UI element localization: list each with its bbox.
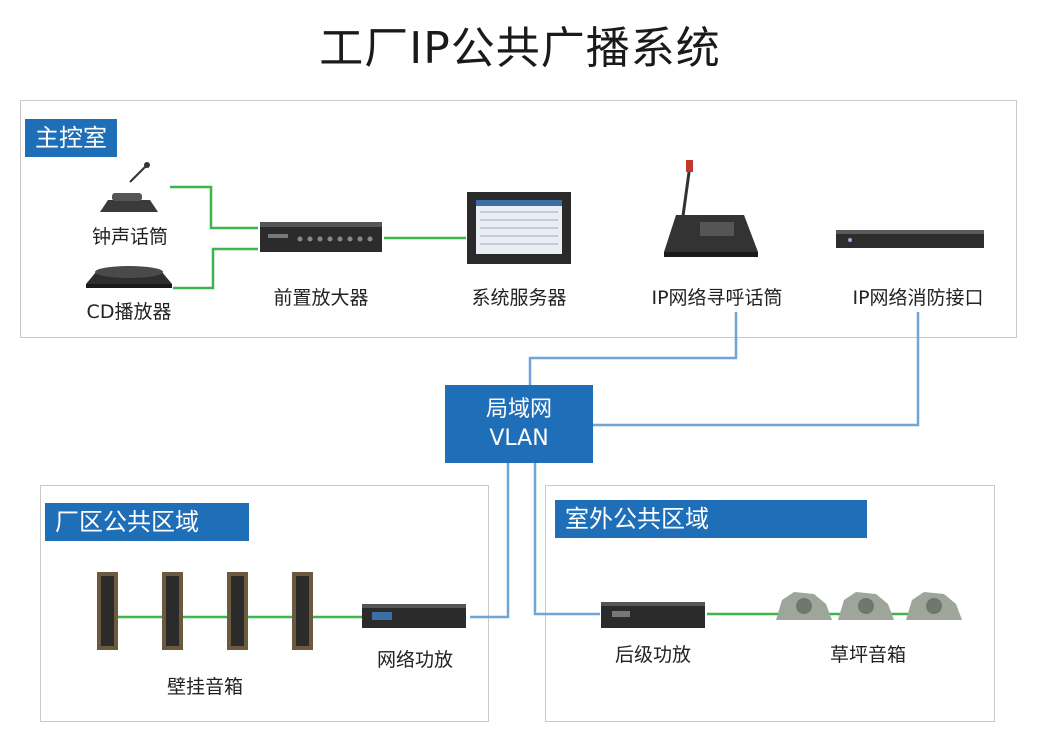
ip-paging-mic-label: IP网络寻呼话筒: [651, 287, 783, 309]
power-amp-icon: [601, 602, 705, 628]
cd-player-to-preamp-line: [173, 247, 258, 290]
paging-mic-to-lan-line: [528, 312, 738, 385]
wall-speaker-4: [292, 572, 313, 650]
lawn-speakers-label: 草坪音箱: [829, 644, 906, 666]
network-lines: [470, 312, 920, 619]
control-room-label: 主控室: [25, 119, 117, 157]
server-icon: [467, 192, 571, 264]
wall-speaker-2: [162, 572, 183, 650]
wall-speaker-3: [227, 572, 248, 650]
server-label: 系统服务器: [471, 287, 567, 309]
wall-speaker-1: [97, 572, 118, 650]
network-amp-label: 网络功放: [376, 649, 453, 671]
vlan-label: VLAN: [489, 426, 549, 451]
lawn-speaker-1: [776, 592, 832, 620]
lawn-speaker-icons: [776, 592, 962, 620]
lan-to-network-amp-line: [470, 463, 510, 619]
cd-player-label: CD播放器: [86, 301, 172, 323]
lawn-speaker-3: [906, 592, 962, 620]
lawn-speaker-2: [838, 592, 894, 620]
lan-vlan-box: 局域网 VLAN: [445, 385, 593, 463]
chime-mic-icon: [100, 162, 158, 212]
chime-mic-to-preamp-line: [170, 185, 258, 230]
chime-mic-label: 钟声话筒: [91, 226, 168, 248]
outdoor-area-label: 室外公共区域: [555, 500, 867, 538]
preamp-label: 前置放大器: [273, 287, 369, 309]
wall-speaker-icons: [97, 572, 313, 650]
ip-fire-interface-icon: [836, 230, 984, 248]
fire-interface-to-lan-line: [593, 312, 920, 427]
lan-to-power-amp-line: [533, 463, 600, 616]
ip-paging-mic-icon: [664, 160, 758, 257]
lan-label: 局域网: [485, 397, 552, 422]
wall-speakers-label: 壁挂音箱: [166, 676, 243, 698]
network-amp-icon: [362, 604, 466, 628]
diagram-title: 工厂IP公共广播系统: [319, 23, 721, 74]
cd-player-icon: [86, 266, 172, 288]
power-amp-label: 后级功放: [614, 644, 691, 666]
preamp-icon: [260, 222, 382, 252]
factory-area-label: 厂区公共区域: [45, 503, 249, 541]
ip-fire-interface-label: IP网络消防接口: [852, 287, 984, 309]
